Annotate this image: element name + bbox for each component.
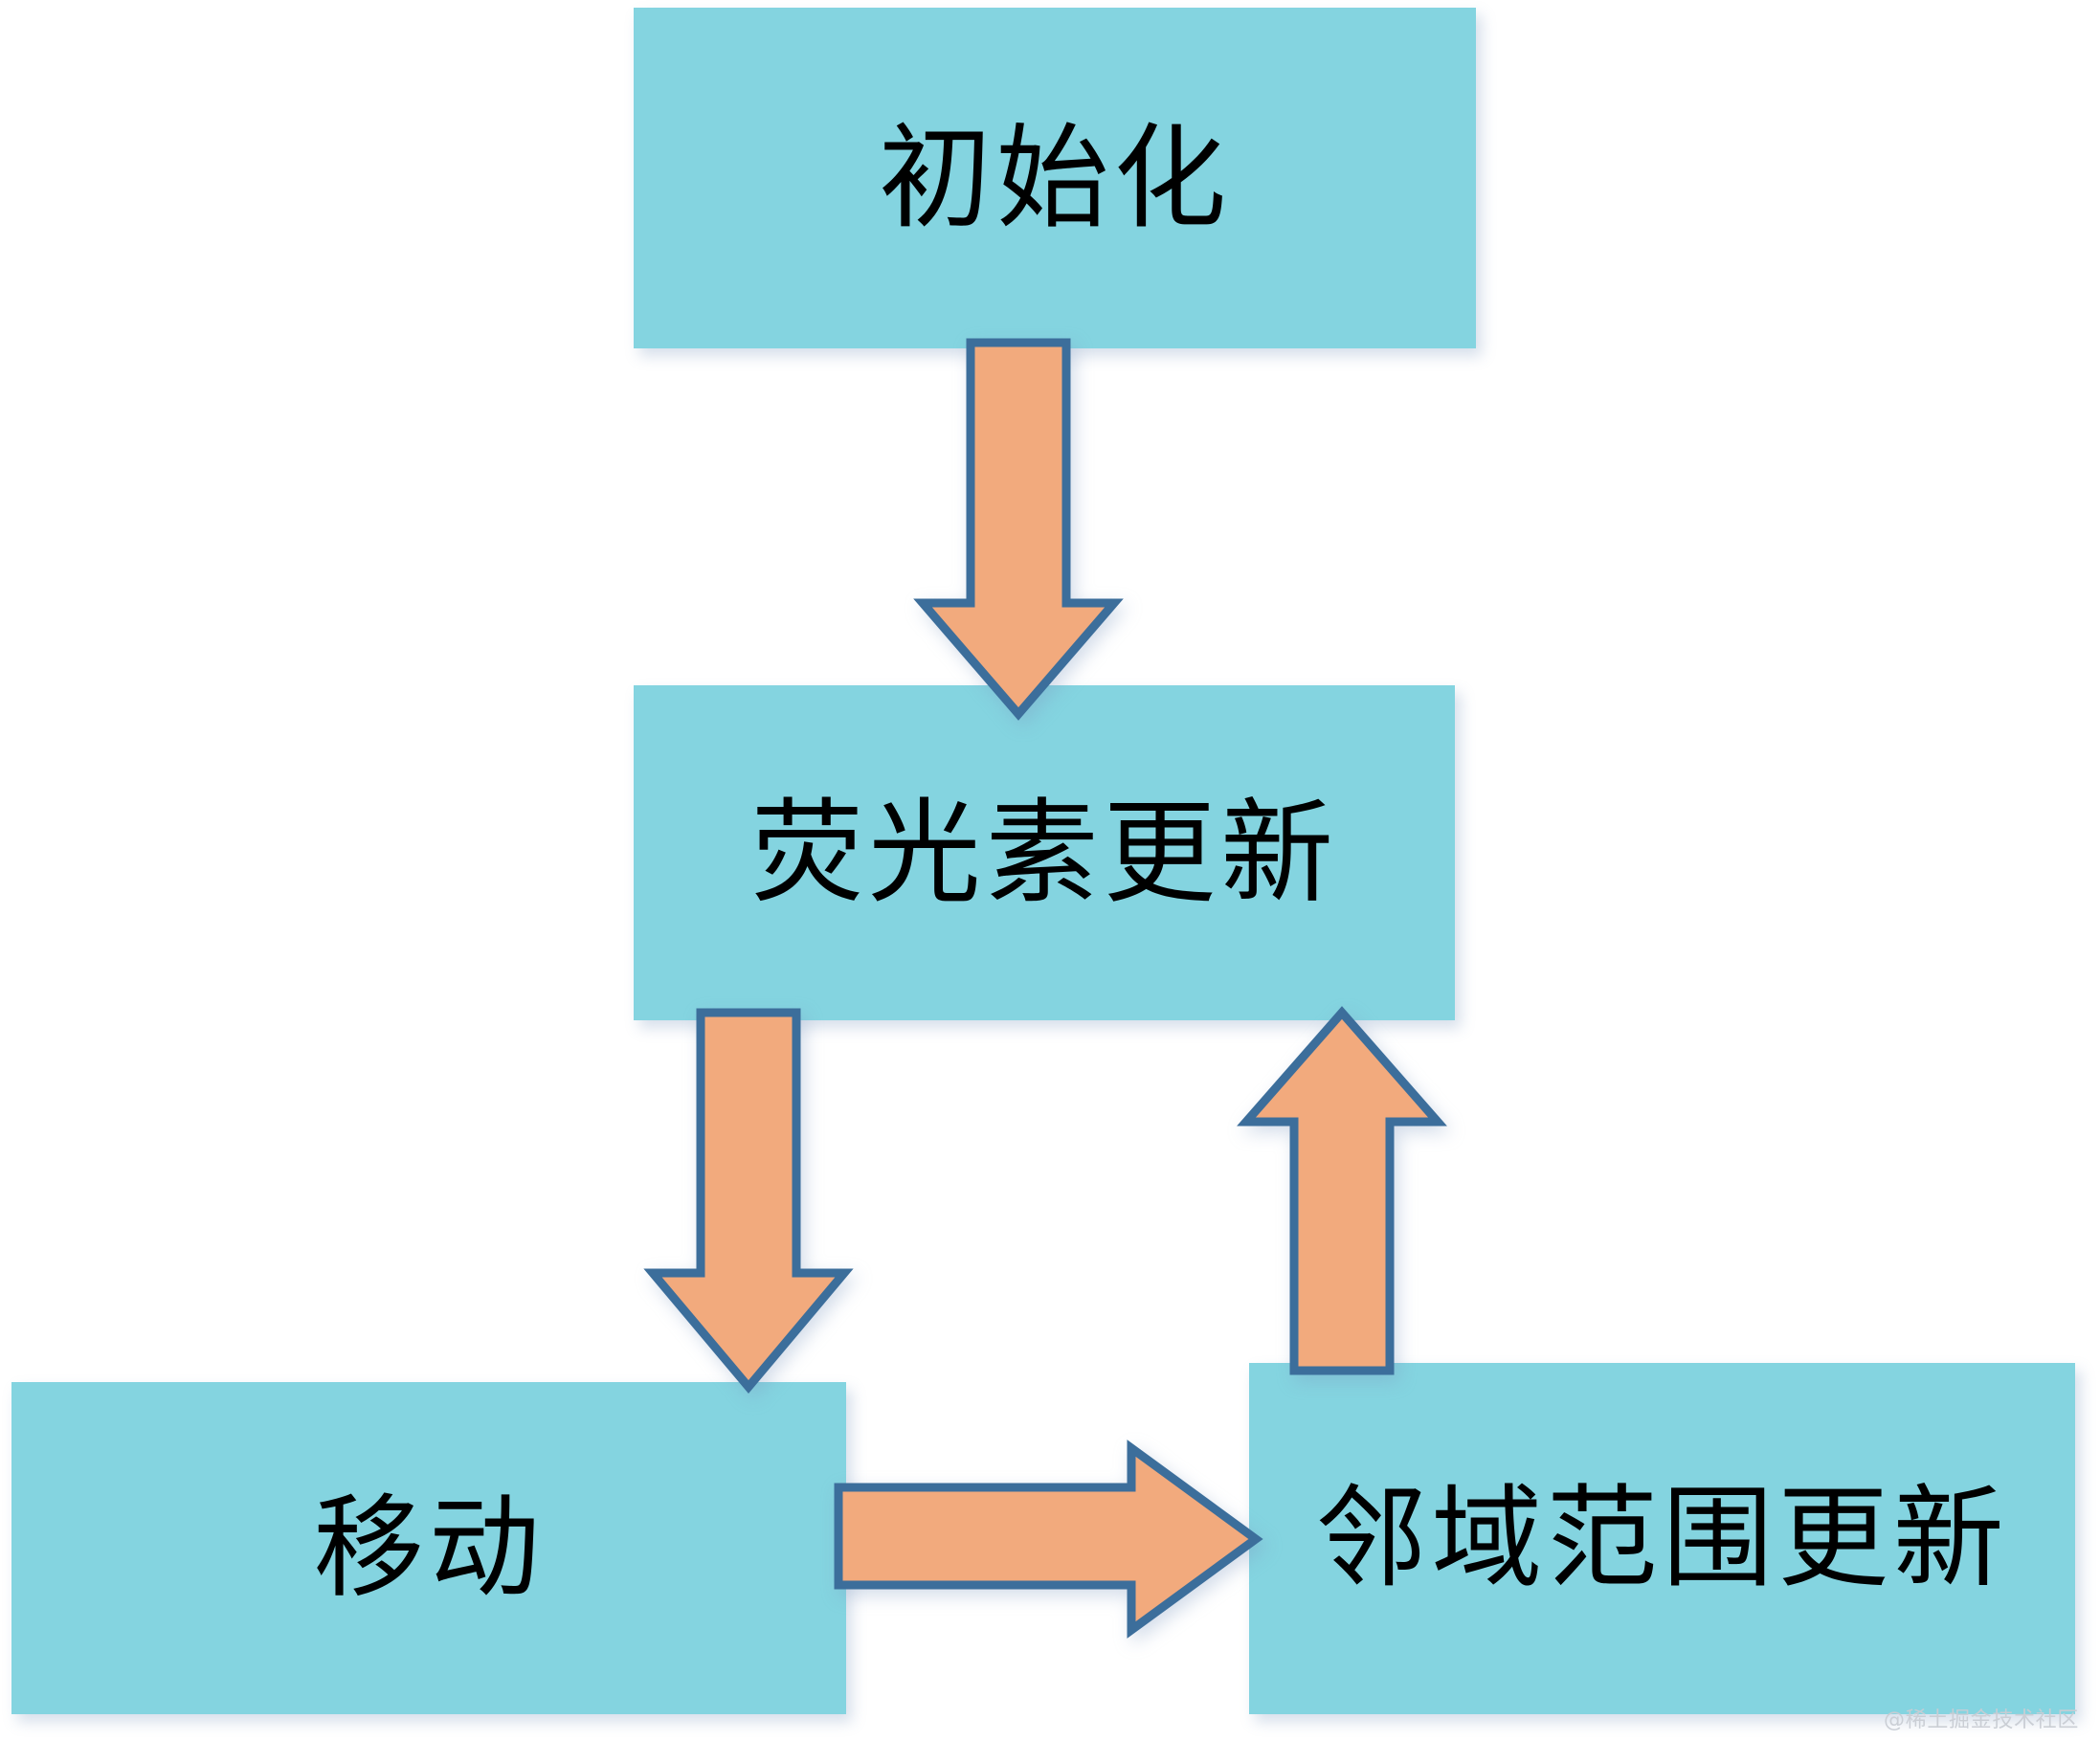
arrow-up-icon-neighborhood-to-luciferin [1237, 1006, 1447, 1375]
flowchart-node-init[interactable]: 初始化 [634, 8, 1476, 348]
watermark-text: @稀土掘金技术社区 [1884, 1708, 2079, 1732]
arrow-down-icon-luciferin-to-move [643, 1008, 854, 1394]
flowchart-node-luciferin-update-label: 荧光素更新 [750, 787, 1338, 919]
arrow-down-icon-init-to-luciferin [913, 338, 1124, 721]
flowchart-node-move-label: 移动 [313, 1483, 545, 1613]
flowchart-node-neighborhood-update-label: 邻域范围更新 [1315, 1473, 2009, 1603]
arrow-right-icon-move-to-neighborhood [834, 1440, 1263, 1639]
flowchart-node-move[interactable]: 移动 [11, 1382, 846, 1714]
flowchart-node-neighborhood-update[interactable]: 邻域范围更新 [1249, 1363, 2075, 1714]
flowchart-node-init-label: 初始化 [878, 112, 1232, 244]
flowchart-node-luciferin-update[interactable]: 荧光素更新 [634, 685, 1455, 1020]
